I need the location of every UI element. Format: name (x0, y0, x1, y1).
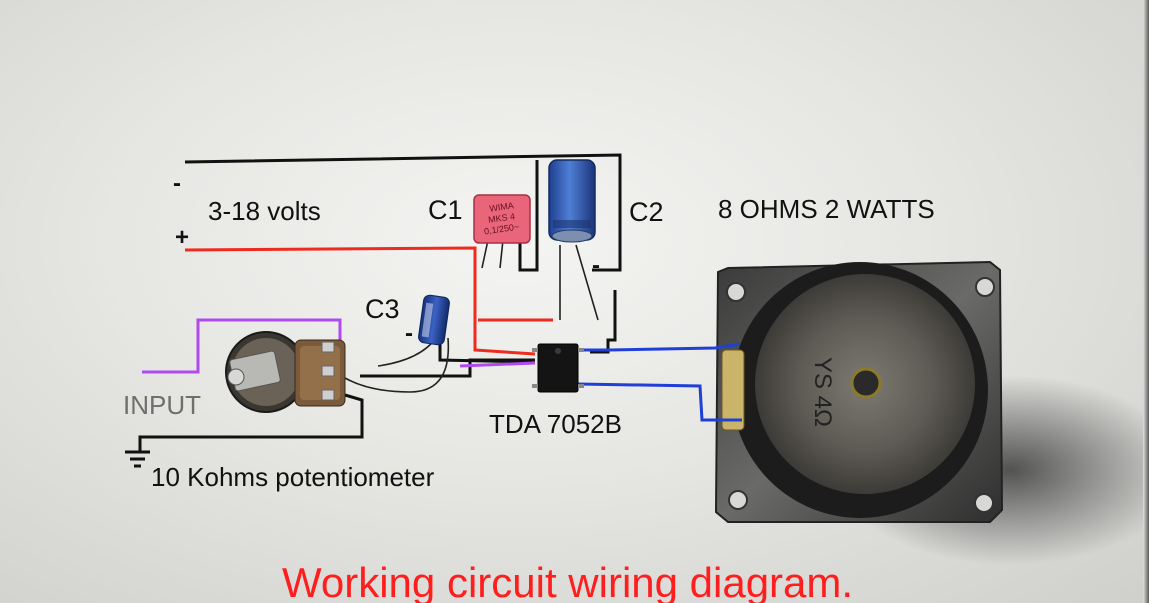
c2-minus-sign: - (592, 252, 600, 279)
c1-marking-3: 0,1/250~ (483, 222, 519, 237)
capacitor-c2 (548, 159, 596, 243)
c1-marking-2: MKS 4 (488, 211, 516, 225)
capacitor-c3 (418, 294, 450, 346)
c3-minus-sign: - (405, 320, 413, 347)
supply-minus-sign: - (173, 170, 181, 197)
diagram-caption: Working circuit wiring diagram. (282, 559, 854, 603)
c1-marking-1: WIMA (489, 200, 515, 213)
supply-voltage-label: 3-18 volts (208, 196, 321, 226)
supply-plus-sign: + (175, 224, 190, 251)
speaker-mount-hole (726, 282, 746, 302)
input-label: INPUT (123, 390, 201, 420)
blue-wires (577, 342, 742, 422)
capacitor-c1: WIMA MKS 4 0,1/250~ (473, 194, 531, 244)
c1-label: C1 (428, 195, 463, 225)
speaker-mount-hole (975, 277, 995, 297)
speaker-terminal-strip (721, 349, 745, 431)
speaker-center-cap (850, 367, 882, 399)
speaker: YS 4Ω (714, 260, 1004, 523)
potentiometer (225, 331, 346, 413)
speaker-mount-hole (728, 490, 748, 510)
purple-wire-segment (459, 361, 536, 368)
c3-label: C3 (365, 294, 400, 324)
potentiometer-label: 10 Kohms potentiometer (151, 462, 435, 492)
c2-label: C2 (629, 197, 664, 227)
speaker-label: 8 OHMS 2 WATTS (718, 194, 935, 224)
speaker-mount-hole (974, 493, 994, 513)
frame-edge (1143, 0, 1149, 603)
tda-chip (532, 343, 584, 393)
speaker-marking: YS 4Ω (809, 357, 836, 427)
red-wires (184, 246, 553, 356)
chip-label: TDA 7052B (489, 409, 622, 439)
